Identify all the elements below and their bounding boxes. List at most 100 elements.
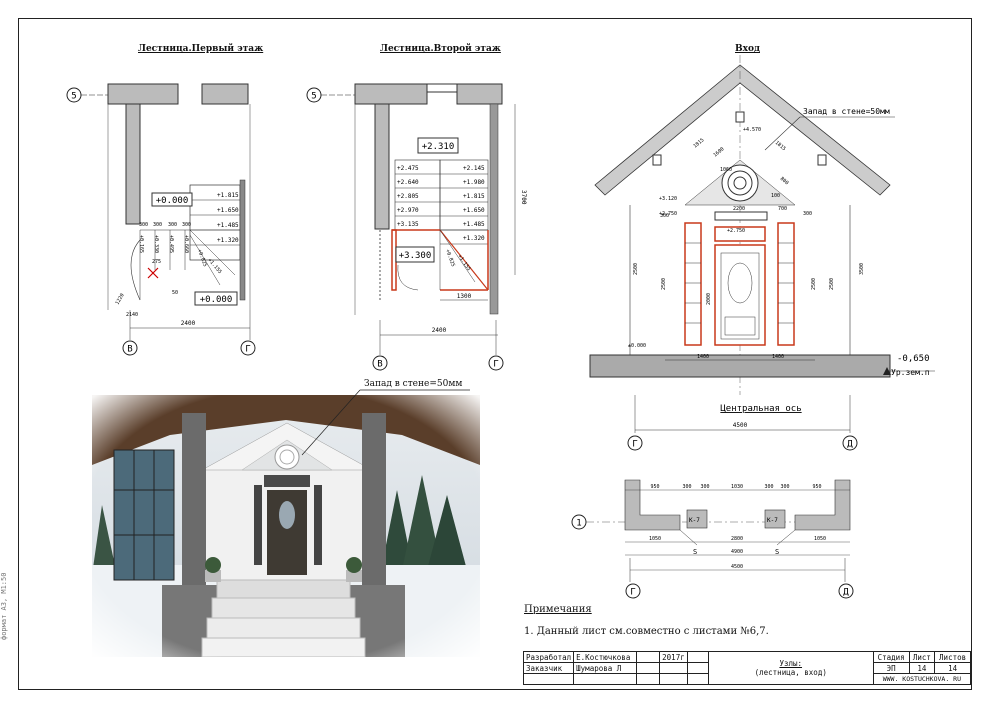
- winder-level-1: +0.165: [138, 235, 144, 253]
- porch-plan: 1 К-7 К-7 950 300 300 1030 300 300 950 1…: [571, 479, 854, 599]
- developed-label: Разработал: [522, 651, 575, 663]
- height-3: 2500: [811, 278, 817, 290]
- flight-level-1: +1.815: [217, 192, 239, 199]
- gable-dim-9: 800: [779, 176, 790, 186]
- top-level-4: +2.750: [727, 228, 745, 234]
- winder-level-2: +0.330: [153, 235, 159, 253]
- dim-2140: 2140: [126, 312, 138, 318]
- flight-level-2: +1.650: [217, 207, 239, 214]
- level-bottom-text: +0.000: [200, 295, 233, 305]
- wall-top-right: [201, 83, 249, 105]
- level-main-text: +2.310: [422, 142, 455, 152]
- wall-column: [125, 103, 141, 225]
- level-landing-text: +3.300: [399, 251, 432, 261]
- sheet-label: Лист: [908, 651, 936, 663]
- height-6: 2000: [706, 293, 712, 305]
- tag-left: К-7: [689, 517, 700, 524]
- left-level-1: +2.475: [397, 165, 419, 172]
- total-width: 4500: [733, 422, 748, 429]
- format-label: формат А3, М1:50: [0, 572, 8, 640]
- top-level-3: +2.750: [659, 211, 677, 217]
- entrance-title: Вход: [735, 44, 760, 54]
- year: 2017г: [659, 651, 688, 663]
- render-note: Запад в стене=50мм: [364, 379, 463, 389]
- level-landing-box: [395, 246, 435, 263]
- mark-left: S: [693, 548, 697, 556]
- left-level-4: +2.970: [397, 207, 419, 214]
- gable-dim-7: 300: [660, 213, 669, 219]
- axis-v-text: В: [127, 345, 132, 355]
- stair2-title: Лестница.Второй этаж: [380, 44, 501, 54]
- tag-right: К-7: [767, 517, 778, 524]
- inner-dim: 4900: [731, 549, 743, 555]
- sheet-title-1: Узлы:: [779, 659, 803, 668]
- axis-g-bubble: [627, 435, 643, 451]
- small-level-2: +1.155: [456, 254, 471, 272]
- ground-label: Ур.зем.п: [891, 368, 930, 377]
- website: WWW. KOSTUCHKOVA. RU: [872, 673, 972, 685]
- height-4: 2500: [829, 278, 835, 290]
- top-dim-3: 300: [700, 484, 709, 490]
- bottom-dim-3: 1050: [814, 536, 826, 542]
- level-top-text: +0.000: [156, 196, 189, 206]
- step-dim-2: 300: [153, 222, 162, 228]
- level-zero: ±0.000: [628, 343, 646, 349]
- height-5: 3500: [859, 263, 865, 275]
- stage-label: Стадия: [872, 651, 910, 663]
- center-axis: Центральная ось: [720, 404, 801, 414]
- stair2-drawing: 5 +2.310 +2.475 +2.640 +2.805 +2.970 +3.…: [306, 83, 527, 371]
- level-top-box: [151, 192, 193, 207]
- note-recess: Запад в стене=50мм: [803, 107, 890, 116]
- axis-d-text: Д: [847, 440, 853, 450]
- axis-g-bubble: [240, 340, 256, 356]
- ground-elev: -0,650: [897, 354, 930, 364]
- top-dim-2: 300: [682, 484, 691, 490]
- entrance-render: [92, 395, 480, 657]
- gable-dim-5: 100: [771, 193, 780, 199]
- bottom-dim-2: 2800: [731, 536, 743, 542]
- left-level-3: +2.805: [397, 193, 419, 200]
- gable-dim-1: 1815: [692, 137, 705, 149]
- sheet-frame: [18, 18, 972, 690]
- render-leader: [301, 389, 470, 456]
- notes-heading: Примечания: [524, 604, 592, 615]
- axis-d-text: Д: [843, 588, 849, 598]
- dim-50: 50: [172, 290, 178, 296]
- right-level-2: +1.980: [463, 179, 485, 186]
- flight-level-3: +1.485: [217, 222, 239, 229]
- dim-1220: 1220: [115, 293, 126, 306]
- right-level-1: +2.145: [463, 165, 485, 172]
- left-level-2: +2.640: [397, 179, 419, 186]
- stage: ЭП: [872, 662, 910, 674]
- entrance-elevation: -0,650 Ур.зем.п ±0.000 1400 1400 4500 Це…: [589, 55, 935, 451]
- axis-g-text: Г: [245, 345, 250, 355]
- axis-d-bubble: [842, 435, 858, 451]
- top-level-2: +3.120: [659, 196, 677, 202]
- axis-v-bubble: [372, 355, 388, 371]
- axis-g-text: Г: [632, 440, 637, 450]
- landing-dim: 1300: [457, 293, 472, 300]
- bottom-dim-1: 1050: [649, 536, 661, 542]
- customer-name: Шумарова Л: [573, 662, 638, 674]
- axis-d-bubble: [838, 583, 854, 599]
- gable-dim-6: 700: [778, 206, 787, 212]
- plan-total: 4500: [731, 564, 743, 570]
- gable-dim-2: 1600: [712, 146, 725, 158]
- level-bottom-box: [194, 291, 238, 306]
- right-level-6: +1.320: [463, 235, 485, 242]
- mark-right: S: [775, 548, 779, 556]
- top-dim-6: 300: [780, 484, 789, 490]
- step-dim-4: 300: [182, 222, 191, 228]
- sheet-no: 14: [908, 662, 936, 674]
- top-dim-7: 950: [812, 484, 821, 490]
- gable-dim-4: 2200: [733, 206, 745, 212]
- axis-5-text: 5: [71, 92, 76, 102]
- sheets-label: Листов: [934, 651, 971, 663]
- customer-label: Заказчик: [522, 662, 575, 674]
- step-dim-3: 300: [168, 222, 177, 228]
- axis-g-text: Г: [493, 360, 498, 370]
- sheets-total: 14: [934, 662, 971, 674]
- level-main-box: [417, 137, 459, 154]
- small-level-1: +0.825: [444, 249, 456, 268]
- gable-dim-8: 300: [803, 211, 812, 217]
